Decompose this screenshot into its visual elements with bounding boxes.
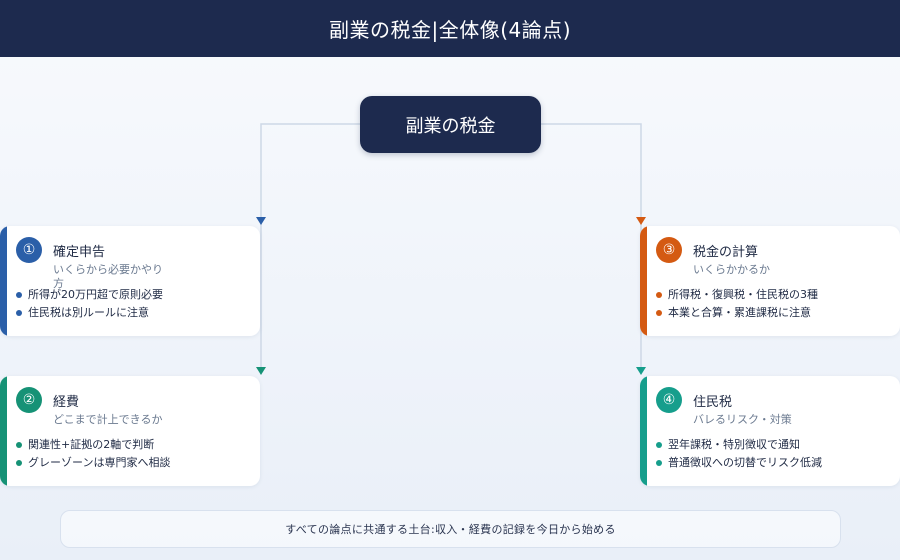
card-title: 確定申告: [53, 245, 106, 260]
page-title: 副業の税金|全体像(4論点): [328, 18, 572, 42]
arrow-to-card-1: [256, 217, 266, 225]
number-badge-1: ①: [16, 237, 42, 263]
card-kakutei-shinkoku: ① 確定申告 いくらから必要かやり方 所得が20万円超で原則必要 住民税は別ルー…: [0, 226, 260, 336]
point-text: 普通徴収への切替でリスク低減: [668, 456, 822, 469]
point-text: 翌年課税・特別徴収で通知: [668, 438, 800, 451]
bullet-dot-icon: [16, 460, 22, 466]
page-header: 副業の税金|全体像(4論点): [0, 0, 900, 57]
card-juminzei: ④ 住民税 バレるリスク・対策 翌年課税・特別徴収で通知 普通徴収への切替でリス…: [640, 376, 900, 486]
point-text: 所得税・復興税・住民税の3種: [668, 288, 818, 301]
point-item: 所得が20万円超で原則必要: [16, 286, 163, 304]
connector-right: [541, 123, 642, 372]
bullet-dot-icon: [16, 292, 22, 298]
card-title: 経費: [53, 395, 80, 410]
bullet-dot-icon: [16, 442, 22, 448]
bullet-dot-icon: [656, 310, 662, 316]
number-badge-3: ③: [656, 237, 682, 263]
card-points: 関連性+証拠の2軸で判断 グレーゾーンは専門家へ相談: [16, 436, 170, 472]
footer-note: すべての論点に共通する土台:収入・経費の記録を今日から始める: [60, 510, 841, 548]
point-item: 翌年課税・特別徴収で通知: [656, 436, 822, 454]
card-points: 所得税・復興税・住民税の3種 本業と合算・累進課税に注意: [656, 286, 818, 322]
arrow-to-card-4: [636, 367, 646, 375]
point-item: 所得税・復興税・住民税の3種: [656, 286, 818, 304]
card-subtitle: どこまで計上できるか: [53, 413, 163, 426]
point-text: 本業と合算・累進課税に注意: [668, 306, 811, 319]
card-subtitle: バレるリスク・対策: [693, 413, 792, 426]
connector-left: [260, 123, 360, 372]
card-accent-bar: [640, 376, 647, 486]
card-title: 税金の計算: [693, 245, 759, 260]
point-item: 普通徴収への切替でリスク低減: [656, 454, 822, 472]
card-subtitle: いくらかかるか: [693, 263, 770, 276]
point-text: グレーゾーンは専門家へ相談: [28, 456, 171, 469]
card-keihi: ② 経費 どこまで計上できるか 関連性+証拠の2軸で判断 グレーゾーンは専門家へ…: [0, 376, 260, 486]
card-accent-bar: [0, 226, 7, 336]
point-text: 関連性+証拠の2軸で判断: [28, 438, 155, 451]
point-item: グレーゾーンは専門家へ相談: [16, 454, 170, 472]
root-label: 副業の税金: [405, 115, 496, 137]
bullet-dot-icon: [656, 442, 662, 448]
footer-text: すべての論点に共通する土台:収入・経費の記録を今日から始める: [285, 523, 616, 536]
bullet-dot-icon: [16, 310, 22, 316]
card-points: 所得が20万円超で原則必要 住民税は別ルールに注意: [16, 286, 163, 322]
point-text: 所得が20万円超で原則必要: [28, 288, 163, 301]
card-points: 翌年課税・特別徴収で通知 普通徴収への切替でリスク低減: [656, 436, 822, 472]
number-badge-4: ④: [656, 387, 682, 413]
card-title: 住民税: [693, 395, 733, 410]
root-node: 副業の税金: [360, 96, 541, 153]
bullet-dot-icon: [656, 292, 662, 298]
point-item: 住民税は別ルールに注意: [16, 304, 163, 322]
card-accent-bar: [640, 226, 647, 336]
point-item: 関連性+証拠の2軸で判断: [16, 436, 170, 454]
point-item: 本業と合算・累進課税に注意: [656, 304, 818, 322]
card-subtitle: いくらから必要かやり方: [53, 263, 163, 290]
card-zeikin-keisan: ③ 税金の計算 いくらかかるか 所得税・復興税・住民税の3種 本業と合算・累進課…: [640, 226, 900, 336]
arrow-to-card-2: [256, 367, 266, 375]
card-accent-bar: [0, 376, 7, 486]
arrow-to-card-3: [636, 217, 646, 225]
bullet-dot-icon: [656, 460, 662, 466]
number-badge-2: ②: [16, 387, 42, 413]
point-text: 住民税は別ルールに注意: [28, 306, 149, 319]
